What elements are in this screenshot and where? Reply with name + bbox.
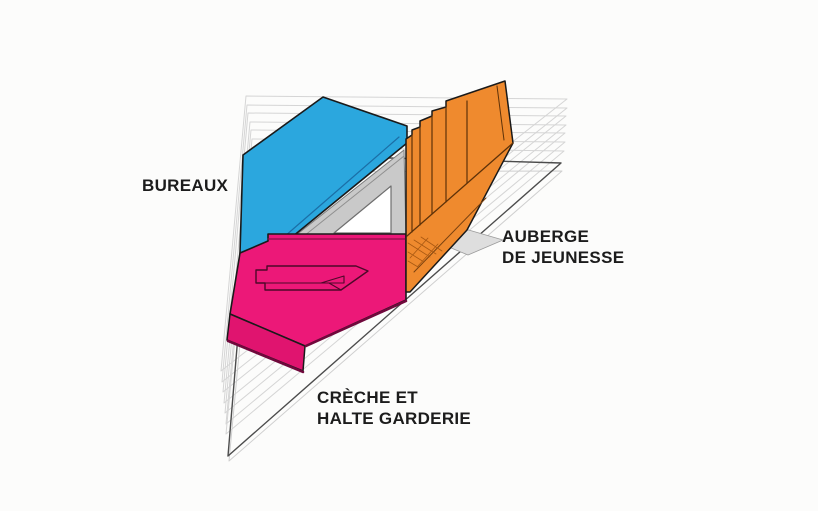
bureaux-roof-fold bbox=[276, 136, 400, 244]
label-auberge: AUBERGE DE JEUNESSE bbox=[502, 226, 624, 268]
label-auberge-line1: AUBERGE bbox=[502, 227, 590, 246]
courtyard-wall-edge bbox=[298, 155, 405, 241]
label-creche-line2: HALTE GARDERIE bbox=[317, 409, 472, 428]
auberge-panel-edge bbox=[496, 85, 505, 141]
creche-courtyard-inner bbox=[264, 275, 345, 291]
auberge-roof-fold bbox=[406, 142, 514, 237]
label-bureaux-text: BUREAUX bbox=[142, 176, 229, 195]
label-creche: CRÈCHE ET HALTE GARDERIE bbox=[317, 387, 471, 429]
creche-slab-edge-left bbox=[226, 339, 305, 374]
label-creche-line1: CRÈCHE ET bbox=[317, 388, 418, 407]
auberge-roof-line bbox=[413, 197, 487, 273]
creche-slab-edge-right bbox=[304, 299, 408, 348]
auberge-hatch bbox=[407, 236, 443, 268]
label-bureaux: BUREAUX bbox=[142, 175, 228, 196]
label-auberge-line2: DE JEUNESSE bbox=[502, 248, 625, 267]
creche-courtyard-outline bbox=[255, 265, 369, 291]
courtyard-floor bbox=[333, 185, 392, 234]
